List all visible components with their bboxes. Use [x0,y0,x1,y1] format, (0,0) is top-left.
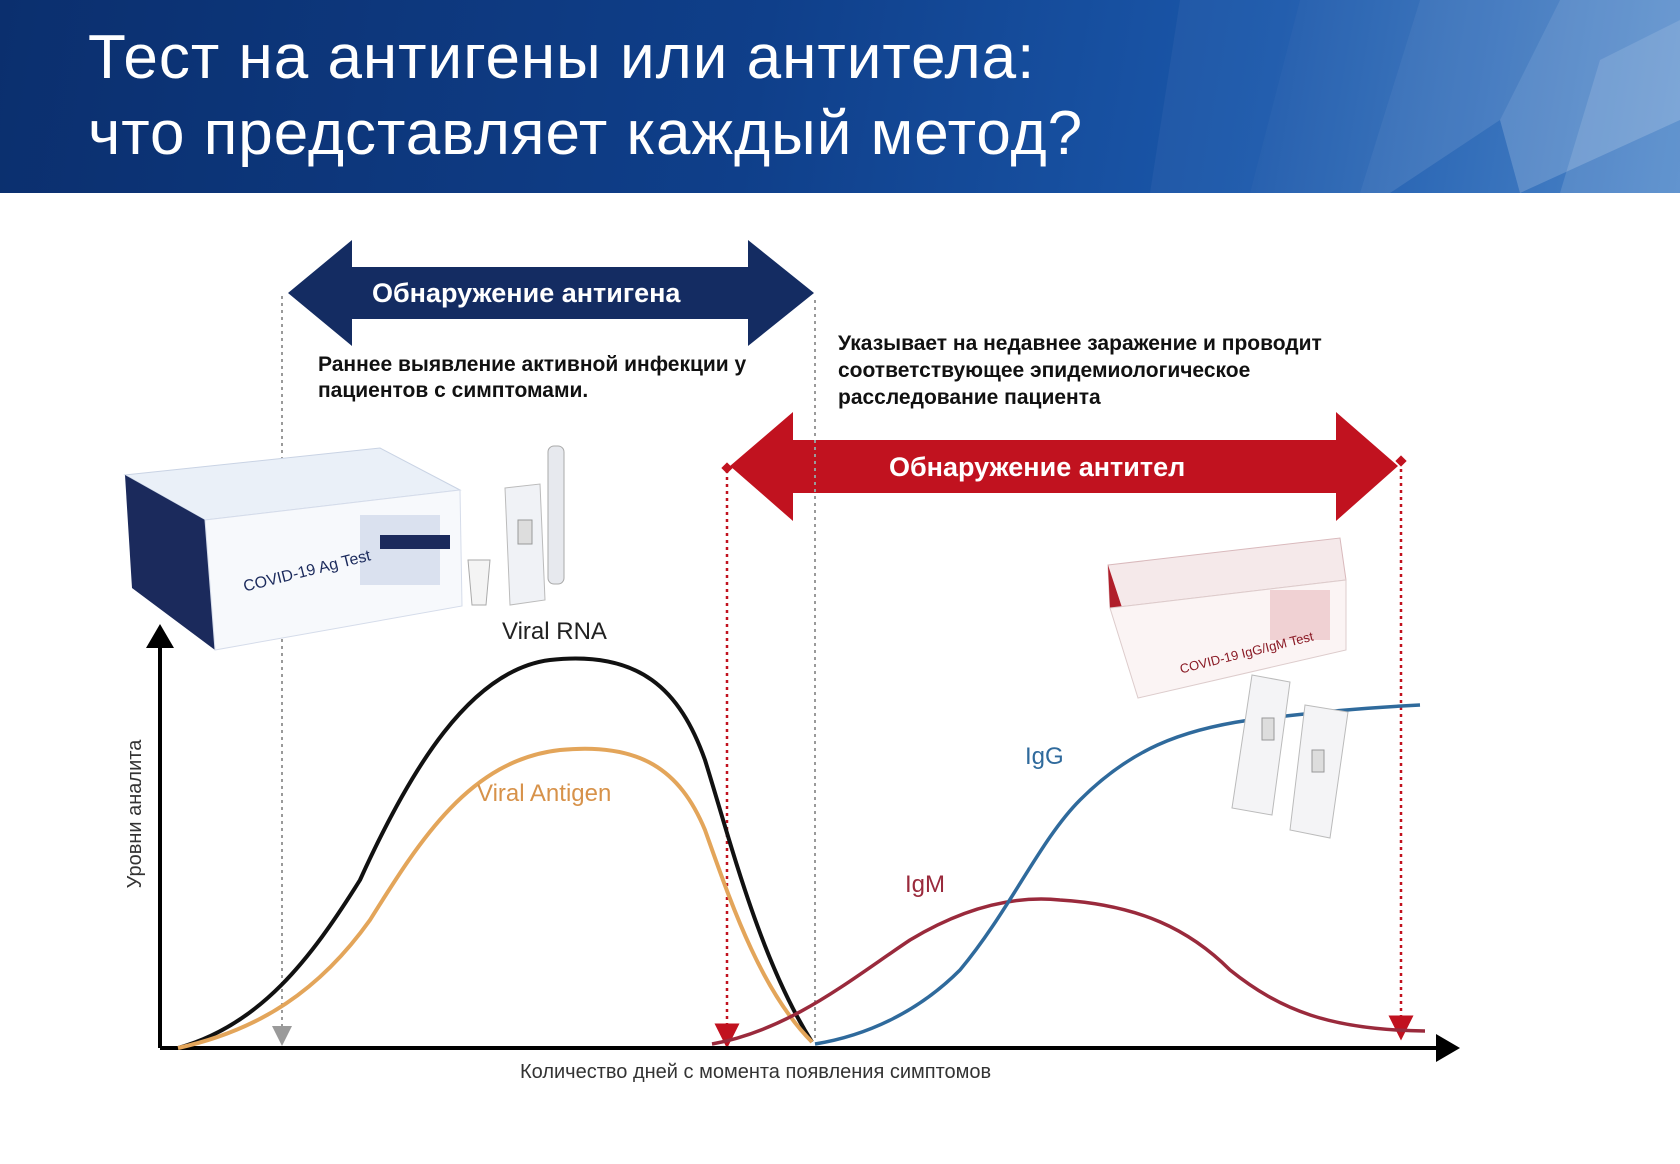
page-title-line-1: Тест на антигены или антитела: [88,23,1036,92]
viral-rna-label: Viral RNA [502,618,607,645]
antibody-test-kit-image [1107,537,1349,839]
antigen-description: Раннее выявление активной инфекции у пац… [318,353,747,402]
viral-antigen-label: Viral Antigen [477,780,612,807]
antibody-detection-label: Обнаружение антител [889,452,1186,482]
header-banner: Тест на антигены или антитела: что предс… [0,0,1680,193]
antigen-test-kit-image [123,445,565,651]
antigen-detection-label: Обнаружение антигена [372,278,681,308]
viral-antigen-curve [177,746,814,1050]
viral-rna-curve [177,656,814,1050]
antigen-detection-arrow [288,240,814,346]
antibody-start-diamond [721,462,733,474]
y-axis-label: Уровни аналита [124,739,146,889]
igm-curve [711,897,1426,1046]
igg-label: IgG [1025,743,1064,770]
header-decoration [1150,0,1680,193]
x-axis-label: Количество дней с момента появления симп… [520,1061,992,1083]
antibody-description: Указывает на недавнее заражение и провод… [838,332,1322,409]
igm-label: IgM [905,871,946,898]
y-axis-arrowhead [146,624,174,648]
diagram-canvas [123,240,1460,1062]
x-axis-arrowhead [1436,1034,1460,1062]
antibody-detection-arrow [730,412,1398,521]
antibody-end-diamond [1395,455,1407,467]
page-title-line-2: что представляет каждый метод? [88,99,1084,168]
